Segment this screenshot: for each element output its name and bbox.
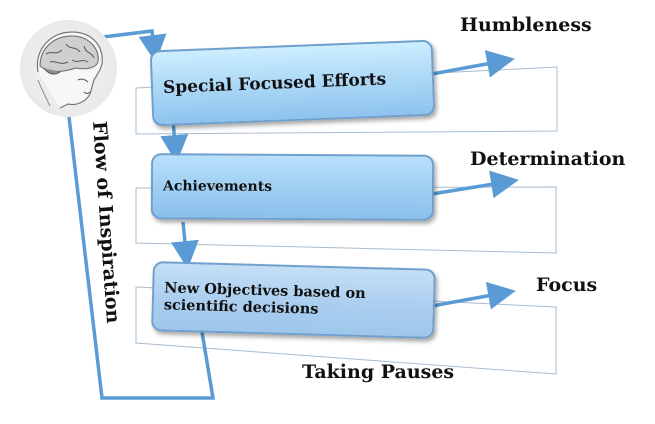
arrow-to-determination bbox=[431, 170, 519, 199]
flow-return-loop bbox=[67, 116, 216, 400]
flow-arrow-head-to-box1 bbox=[102, 29, 167, 63]
outcome-determination: Determination bbox=[470, 148, 626, 170]
box-new-objectives: New Objectives based on scientific decis… bbox=[151, 261, 436, 339]
brain-head-icon bbox=[20, 20, 117, 117]
arrow-to-humbleness bbox=[431, 50, 515, 78]
label-taking-pauses: Taking Pauses bbox=[302, 361, 455, 383]
flow-arrow-box1-to-box2 bbox=[160, 119, 189, 163]
box-label: Special Focused Efforts bbox=[162, 69, 387, 98]
flow-arrow-box2-to-box3 bbox=[170, 221, 199, 269]
box-label-line2: scientific decisions bbox=[163, 296, 319, 318]
outcome-focus: Focus bbox=[536, 274, 598, 296]
outcome-humbleness: Humbleness bbox=[460, 14, 592, 36]
box-special-focused-efforts: Special Focused Efforts bbox=[149, 39, 436, 127]
box-label: Achievements bbox=[162, 178, 273, 195]
box-achievements: Achievements bbox=[150, 153, 435, 221]
arrow-to-focus bbox=[431, 281, 516, 310]
box-label: New Objectives based on scientific decis… bbox=[164, 279, 366, 319]
